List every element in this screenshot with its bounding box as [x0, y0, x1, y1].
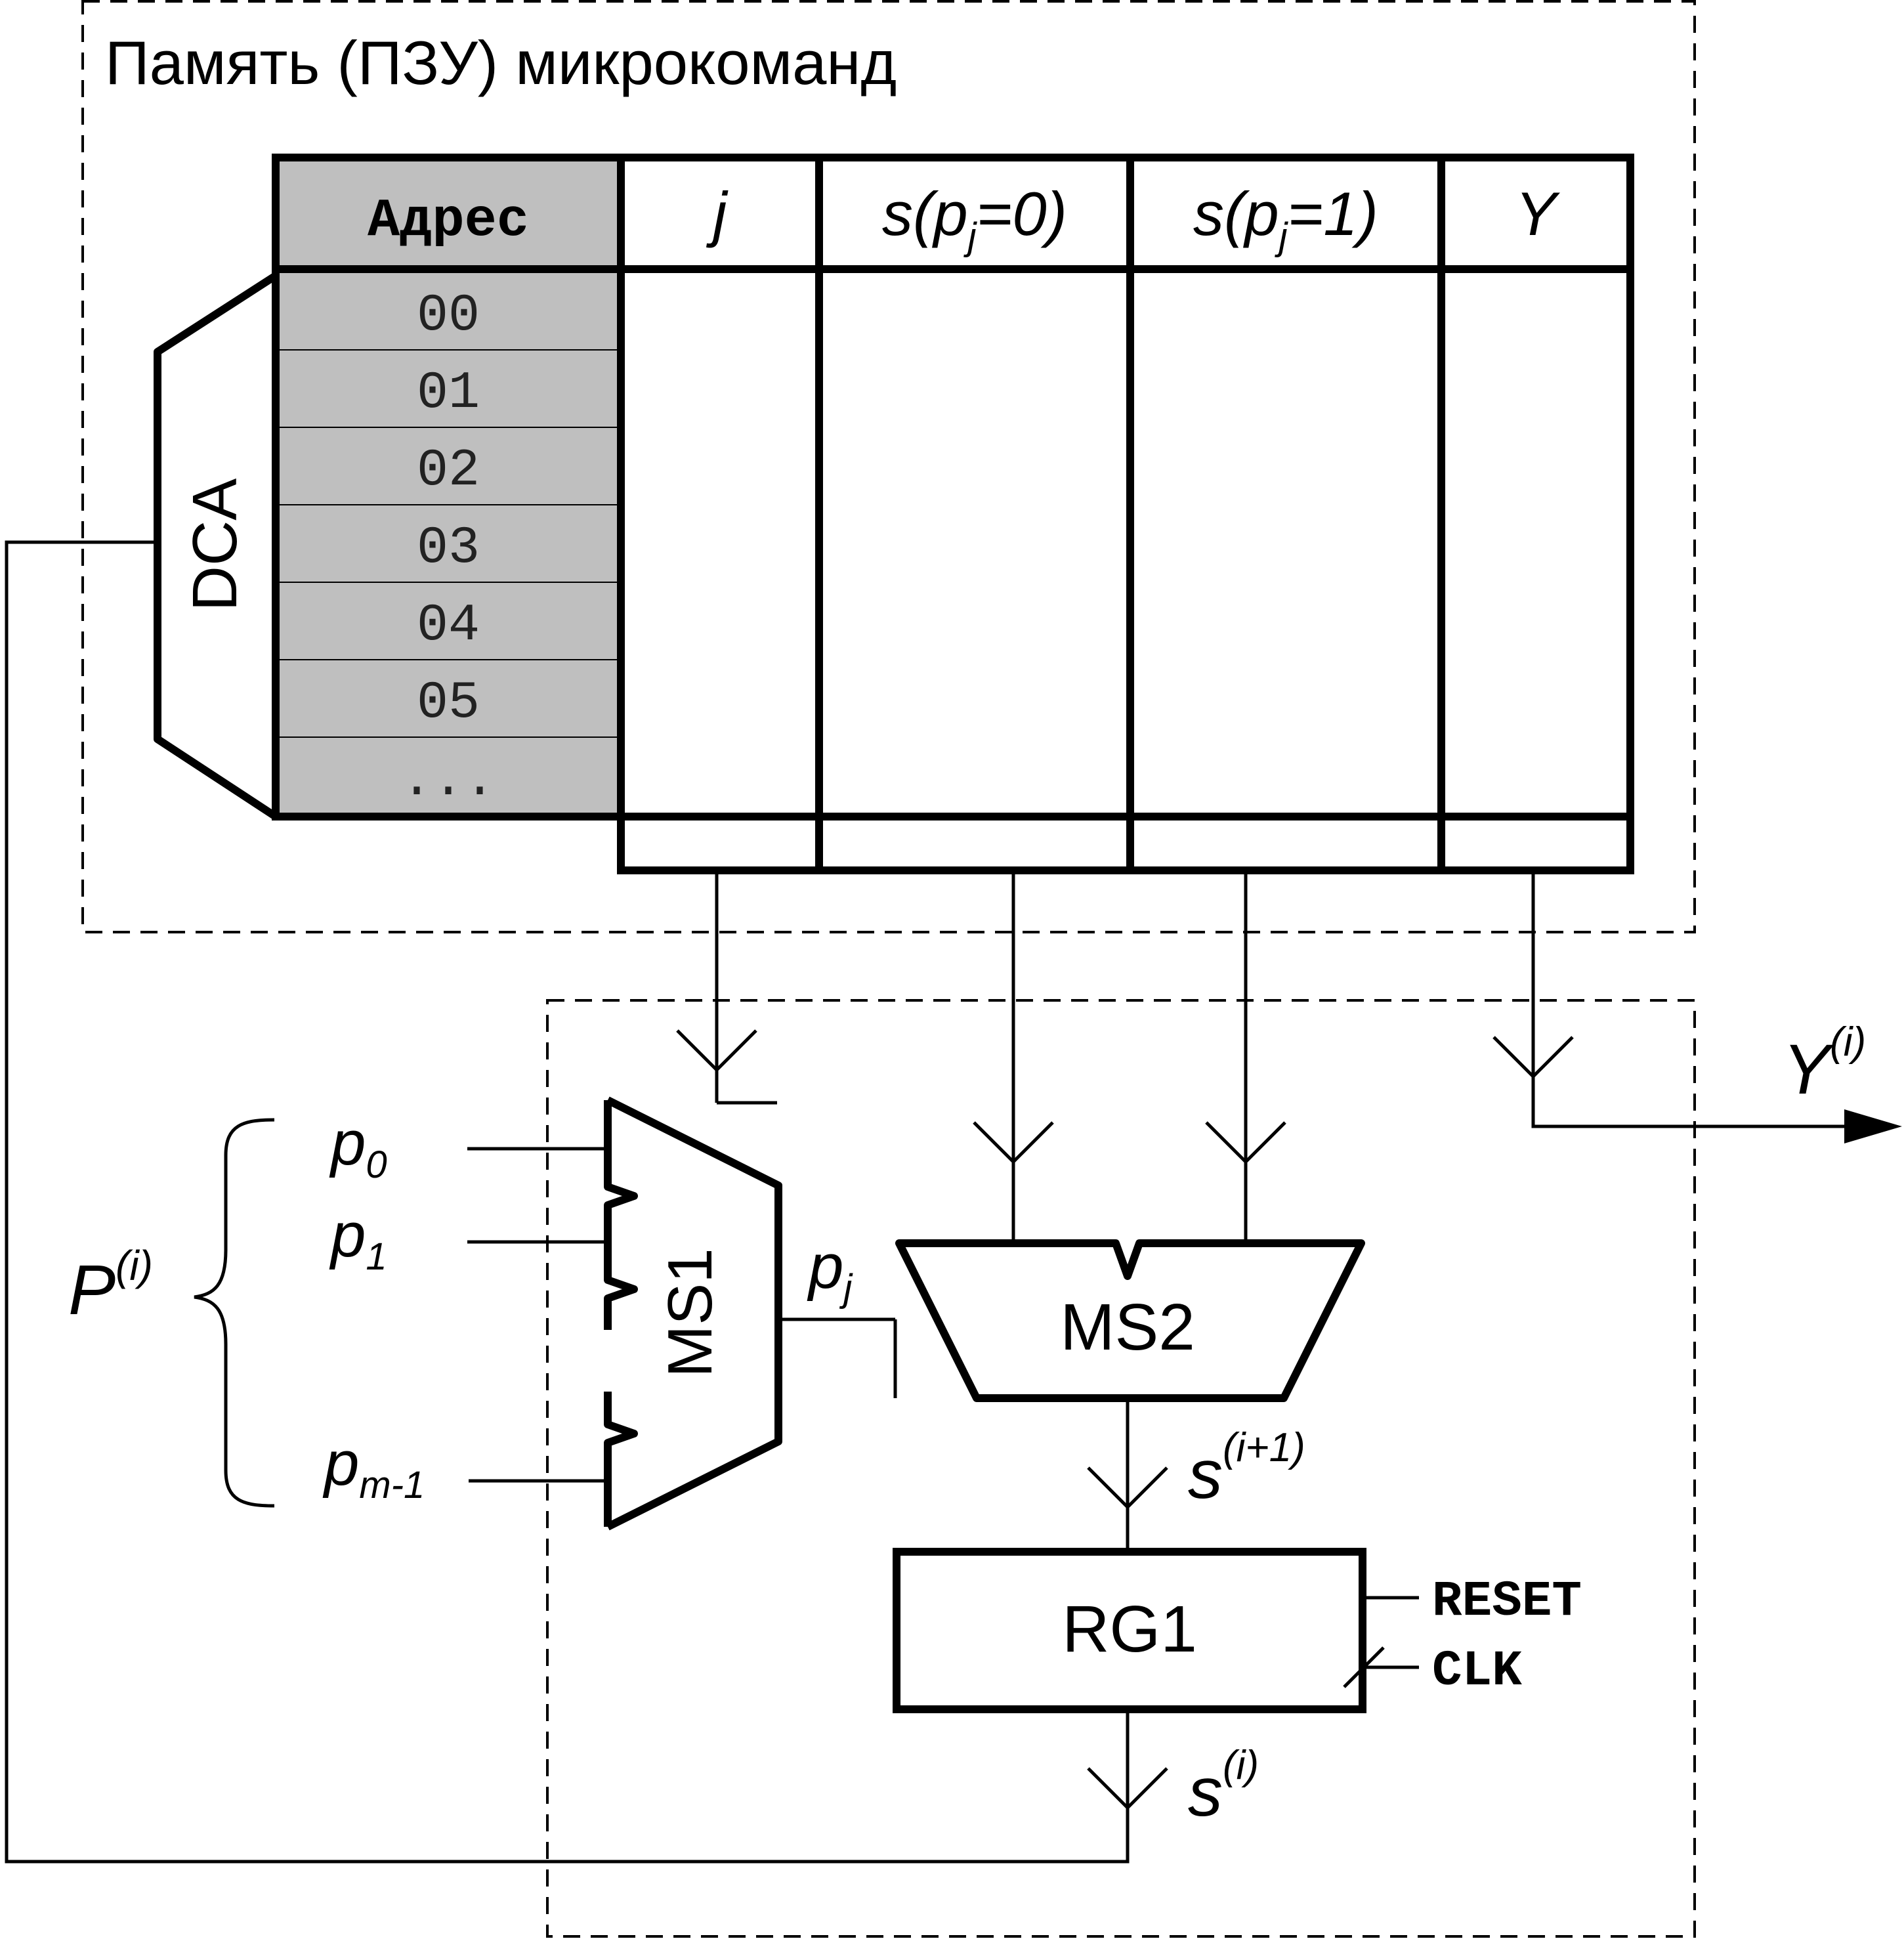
multiplexer-ms1-label: MS1 [655, 1248, 725, 1377]
pj-wire [778, 1317, 897, 1398]
address-row: 05 [417, 673, 480, 733]
input-p1: p1 [329, 1200, 387, 1278]
memory-title: Память (ПЗУ) микрокоманд [105, 28, 897, 97]
reset-label: RESET [1432, 1573, 1582, 1630]
input-p0: p0 [329, 1108, 387, 1186]
multiplexer-ms2-label: MS2 [1060, 1290, 1195, 1364]
register-rg1 [893, 1548, 1366, 1713]
memory-boundary [81, 0, 1696, 933]
output-label: Y(i) [1783, 1019, 1866, 1109]
multiplexer-ms2 [895, 1239, 1365, 1402]
state-label: s(i) [1188, 1743, 1259, 1831]
next-state-label: s(i+1) [1188, 1425, 1305, 1513]
address-row: 01 [417, 364, 480, 423]
output-arrowhead [1844, 1109, 1902, 1143]
address-list: 00 01 02 03 04 05 ... [401, 286, 496, 811]
address-row: 02 [417, 441, 480, 501]
input-pm-1: pm-1 [322, 1428, 425, 1506]
address-row-separators [276, 349, 621, 738]
clk-label: CLK [1432, 1643, 1522, 1699]
input-group-label: P(i) [68, 1242, 153, 1329]
input-group-brace [194, 1118, 275, 1508]
control-wires [1343, 1596, 1419, 1688]
column-header-address: Адрес [368, 190, 529, 251]
next-state-wire [1087, 1402, 1168, 1552]
address-row: 03 [417, 519, 480, 578]
address-row: ... [401, 751, 496, 811]
column-header-y: Y [1515, 179, 1561, 248]
pj-label: pj [807, 1231, 853, 1310]
field-wires [676, 874, 1848, 1239]
address-row: 00 [417, 286, 480, 346]
column-header-s-pj-1: s(pj=1) [1193, 179, 1378, 258]
register-rg1-label: RG1 [1062, 1592, 1197, 1666]
column-header-j: j [706, 179, 729, 248]
column-header-s-pj-0: s(pj=0) [882, 179, 1067, 258]
ms1-input-wires [467, 1147, 608, 1483]
address-row: 04 [417, 596, 480, 656]
memory-table-grid [272, 154, 1634, 874]
decoder-dca-label: DCA [180, 479, 250, 612]
decoder-dca [154, 272, 280, 821]
logic-boundary [546, 999, 1696, 1938]
state-wire [1087, 1713, 1168, 1862]
